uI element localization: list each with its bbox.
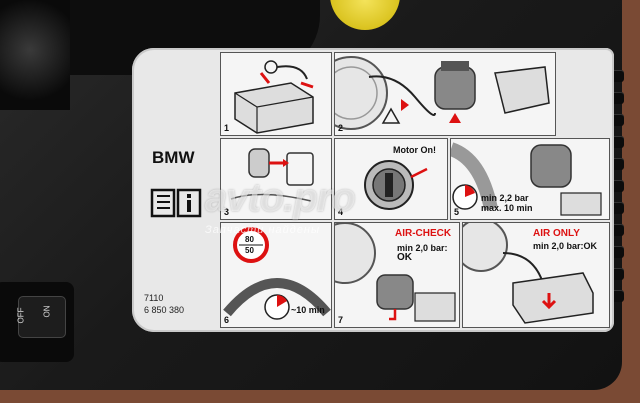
drive-icon [223,227,331,320]
panel-number: 3 [224,207,230,217]
panel-4: Motor On! 4 [334,138,448,220]
hose-connection-icon [335,56,550,130]
panel-number: 2 [338,123,344,133]
panel-5: min 2,2 bar max. 10 min 5 [450,138,610,220]
panel-number: 6 [224,315,230,325]
instruction-label: BMW 7110 6 850 380 [132,48,614,332]
panel-number: 7 [338,315,344,325]
part-number-line1: 7110 [144,293,164,303]
manual-book-icon [150,188,202,218]
panel-6: 80 50 ~10 min 6 [220,222,332,328]
air-only-icon [463,223,594,324]
speed-limit-bottom: 50 [245,246,254,255]
power-switch[interactable]: ON OFF [16,296,66,338]
air-only-title: AIR ONLY [533,228,580,239]
panel-1: 1 [220,52,332,136]
panel-number: 5 [454,207,460,217]
drive-time-text: ~10 min [291,305,325,315]
ignition-icon [364,160,428,210]
air-check-title: AIR-CHECK [395,228,452,239]
panel-2: 2 [334,52,556,136]
inflating-icon [451,142,602,216]
part-number: 7110 6 850 380 [144,292,184,316]
panel-7: AIR-CHECK min 2,0 bar: OK 7 [334,222,460,328]
brand-column: BMW 7110 6 850 380 [132,48,218,332]
air-check-pressure: min 2,0 bar: [397,243,448,253]
panel-8: AIR ONLY min 2,0 bar:OK [462,222,610,328]
brand-name: BMW [152,148,195,167]
air-check-ok: OK [397,252,412,263]
panel-3: 3 [220,138,332,220]
watermark-tagline: Запчасти найдены [205,224,321,236]
part-number-line2: 6 850 380 [144,305,185,315]
air-check-icon [335,223,456,322]
motor-on-text: Motor On! [393,145,436,155]
air-only-pressure: min 2,0 bar:OK [533,241,598,251]
speed-limit-top: 80 [245,235,254,244]
switch-on-label: ON [42,305,52,318]
panel-number: 4 [338,207,344,217]
panel-number: 1 [224,123,230,133]
watermark-logo: avto.pro [205,176,356,220]
pressure-min-text: min 2,2 bar [481,193,529,203]
hose-compartment [0,0,70,110]
switch-off-label: OFF [16,307,26,324]
time-max-text: max. 10 min [481,203,533,213]
compressor-unit-icon [234,60,314,134]
valve-cap-icon [230,148,314,202]
